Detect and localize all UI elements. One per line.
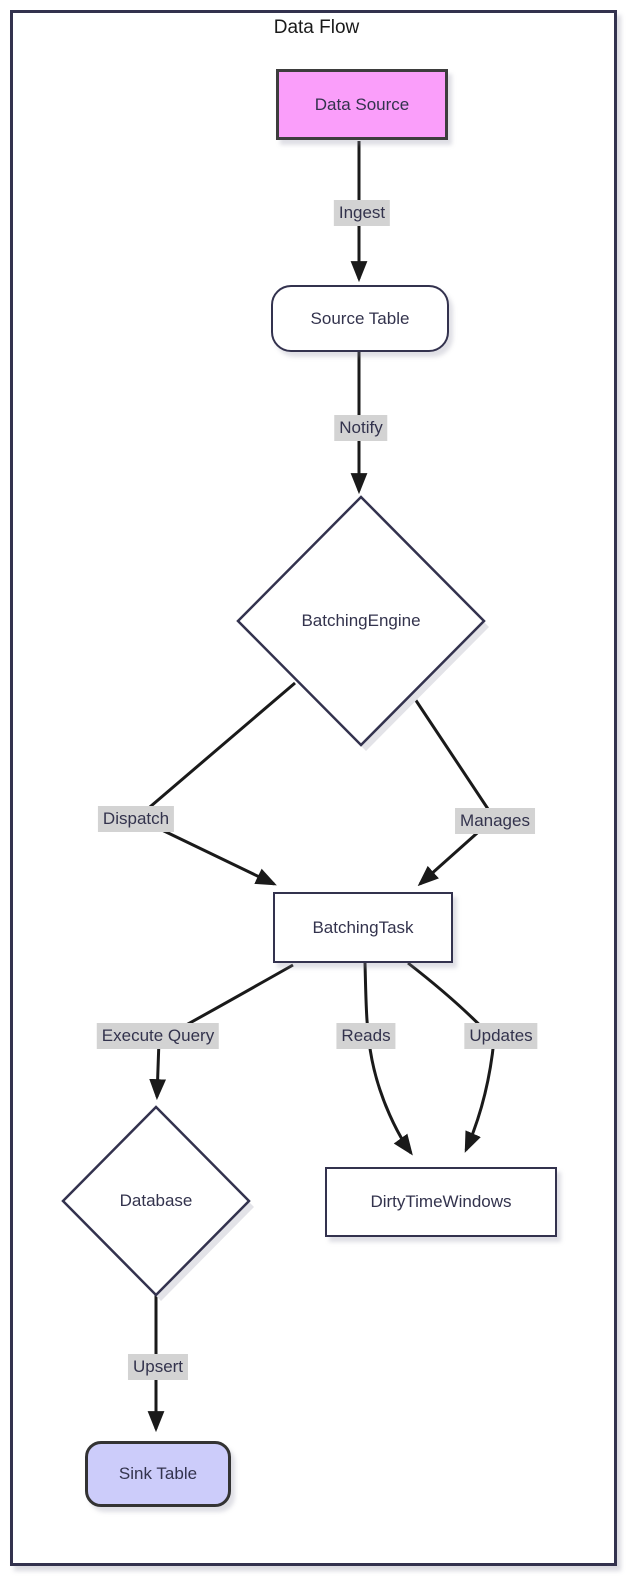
edge-label-ingest: Ingest [333, 200, 391, 226]
node-batching-task-label: BatchingTask [312, 917, 414, 937]
diagram-title: Data Flow [273, 17, 360, 38]
node-dirty-time-windows-label: DirtyTimeWindows [370, 1192, 512, 1211]
edge-label-execute-query: Execute Query [96, 1023, 220, 1049]
node-data-source-label: Data Source [314, 94, 410, 114]
edge-label-upsert: Upsert [127, 1354, 189, 1380]
edge-label-notify: Notify [334, 415, 388, 441]
edge-label-updates: Updates [464, 1023, 538, 1049]
edge-dispatch [134, 681, 296, 886]
edge-label-reads: Reads [336, 1023, 396, 1049]
edge-reads [363, 962, 413, 1156]
edge-label-manages: Manages [455, 808, 535, 834]
node-database [61, 1105, 251, 1297]
node-data-source: Data Source [276, 69, 448, 140]
diagram-frame [10, 10, 617, 1566]
edge-manages [411, 695, 496, 887]
node-source-table: Source Table [271, 285, 449, 352]
node-sink-table-label: Sink Table [118, 1464, 198, 1483]
node-batching-task: BatchingTask [273, 892, 453, 963]
node-source-table-label: Source Table [310, 308, 410, 328]
node-sink-table: Sink Table [85, 1441, 231, 1507]
node-dirty-time-windows: DirtyTimeWindows [325, 1167, 557, 1237]
node-batching-engine [236, 495, 486, 747]
edge-label-dispatch: Dispatch [97, 806, 175, 832]
edge-updates [407, 961, 496, 1153]
